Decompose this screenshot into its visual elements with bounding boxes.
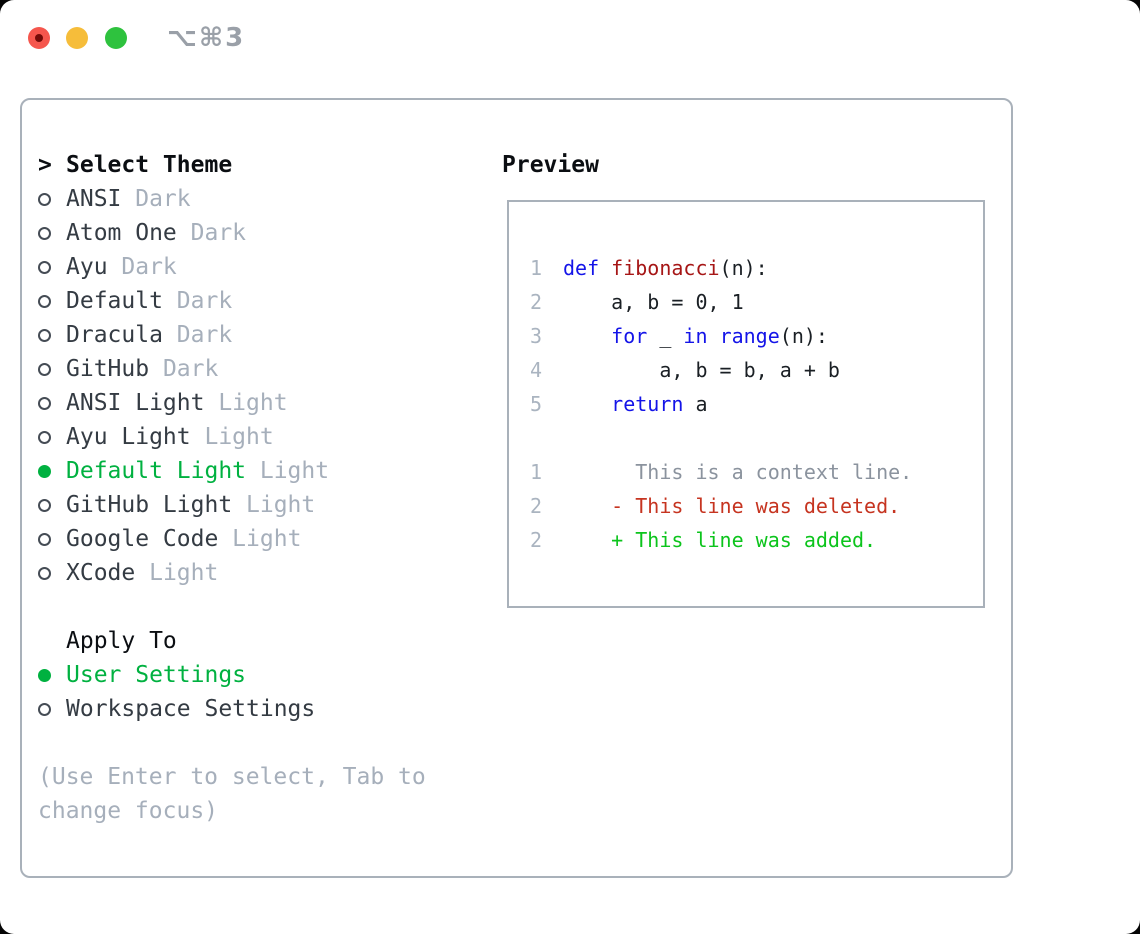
line-number: 2 bbox=[529, 290, 542, 314]
line-number: 2 bbox=[529, 494, 542, 518]
theme-name: Default Light bbox=[66, 458, 247, 484]
radio-icon bbox=[38, 328, 51, 342]
theme-variant: Light bbox=[232, 492, 316, 518]
theme-variant: Dark bbox=[162, 288, 233, 314]
theme-option[interactable]: Ayu Light Light bbox=[38, 420, 478, 454]
theme-name: ANSI Light bbox=[66, 390, 205, 416]
line-number: 4 bbox=[529, 358, 542, 382]
close-dot-icon bbox=[35, 34, 43, 42]
theme-option[interactable]: GitHub Dark bbox=[38, 352, 478, 386]
theme-name: Atom One bbox=[66, 220, 177, 246]
theme-option[interactable]: Default Light Light bbox=[38, 454, 478, 488]
radio-selected-icon bbox=[38, 668, 51, 682]
preview-line: 2 - This line was deleted. bbox=[529, 494, 901, 518]
window-title: ⌥⌘3 bbox=[167, 23, 246, 53]
apply-to-option-label: User Settings bbox=[66, 662, 247, 688]
theme-variant: Light bbox=[218, 526, 302, 552]
theme-variant: Light bbox=[190, 424, 274, 450]
radio-icon bbox=[38, 566, 51, 580]
preview-line: 5 return a bbox=[529, 392, 708, 416]
apply-to-option-label: Workspace Settings bbox=[66, 696, 316, 722]
radio-selected-icon bbox=[38, 464, 51, 478]
theme-variant: Dark bbox=[107, 254, 177, 280]
spacer bbox=[38, 726, 478, 760]
line-number: 5 bbox=[529, 392, 542, 416]
theme-option[interactable]: Google Code Light bbox=[38, 522, 478, 556]
help-text-line: change focus) bbox=[38, 798, 219, 824]
radio-icon bbox=[38, 192, 51, 206]
apply-to-option[interactable]: Workspace Settings bbox=[38, 692, 478, 726]
theme-option[interactable]: Atom One Dark bbox=[38, 216, 478, 250]
apply-to-option[interactable]: User Settings bbox=[38, 658, 478, 692]
radio-icon bbox=[38, 498, 51, 512]
theme-option[interactable]: Dracula Dark bbox=[38, 318, 478, 352]
preview-title: Preview bbox=[502, 152, 599, 178]
preview-line: 3 for _ in range(n): bbox=[529, 324, 828, 348]
help-text-line: (Use Enter to select, Tab to bbox=[38, 764, 426, 790]
radio-icon bbox=[38, 430, 51, 444]
theme-name: Dracula bbox=[66, 322, 163, 348]
theme-option[interactable]: XCode Light bbox=[38, 556, 478, 590]
theme-option[interactable]: ANSI Light Light bbox=[38, 386, 478, 420]
theme-name: Google Code bbox=[66, 526, 219, 552]
theme-variant: Dark bbox=[121, 186, 191, 212]
close-button[interactable] bbox=[28, 27, 50, 49]
theme-name: XCode bbox=[66, 560, 136, 586]
apply-to-title: Apply To bbox=[66, 628, 177, 654]
radio-icon bbox=[38, 260, 51, 274]
theme-variant: Dark bbox=[162, 322, 233, 348]
radio-icon bbox=[38, 702, 51, 716]
radio-icon bbox=[38, 362, 51, 376]
radio-icon bbox=[38, 226, 51, 240]
focus-cursor: > bbox=[38, 152, 52, 178]
theme-option[interactable]: Ayu Dark bbox=[38, 250, 478, 284]
theme-name: Ayu Light bbox=[66, 424, 191, 450]
preview-line: 2 + This line was added. bbox=[529, 528, 877, 552]
theme-name: ANSI bbox=[66, 186, 122, 212]
theme-variant: Light bbox=[204, 390, 288, 416]
minimize-button[interactable] bbox=[66, 27, 88, 49]
theme-variant: Dark bbox=[176, 220, 247, 246]
theme-option[interactable]: ANSI Dark bbox=[38, 182, 478, 216]
spacer bbox=[38, 590, 478, 624]
preview-line: 4 a, b = b, a + b bbox=[529, 358, 840, 382]
line-number: 3 bbox=[529, 324, 542, 348]
apply-to-header: Apply To bbox=[38, 624, 478, 658]
line-number: 1 bbox=[529, 460, 542, 484]
theme-name: GitHub Light bbox=[66, 492, 233, 518]
line-number: 2 bbox=[529, 528, 542, 552]
zoom-button[interactable] bbox=[105, 27, 127, 49]
theme-name: GitHub bbox=[66, 356, 150, 382]
theme-name: Ayu bbox=[66, 254, 108, 280]
theme-variant: Dark bbox=[149, 356, 219, 382]
theme-variant: Light bbox=[135, 560, 219, 586]
radio-icon bbox=[38, 532, 51, 546]
preview-line bbox=[529, 421, 983, 455]
theme-option[interactable]: Default Dark bbox=[38, 284, 478, 318]
help-text: (Use Enter to select, Tab to change focus… bbox=[38, 760, 478, 828]
theme-name: Default bbox=[66, 288, 163, 314]
select-theme-title: Select Theme bbox=[66, 152, 233, 178]
line-number: 1 bbox=[529, 256, 542, 280]
preview-line: 1 This is a context line. bbox=[529, 460, 913, 484]
radio-icon bbox=[38, 294, 51, 308]
radio-icon bbox=[38, 396, 51, 410]
select-theme-header: > Select Theme bbox=[38, 148, 478, 182]
preview-line: 2 a, b = 0, 1 bbox=[529, 290, 744, 314]
theme-option[interactable]: GitHub Light Light bbox=[38, 488, 478, 522]
theme-variant: Light bbox=[246, 458, 330, 484]
